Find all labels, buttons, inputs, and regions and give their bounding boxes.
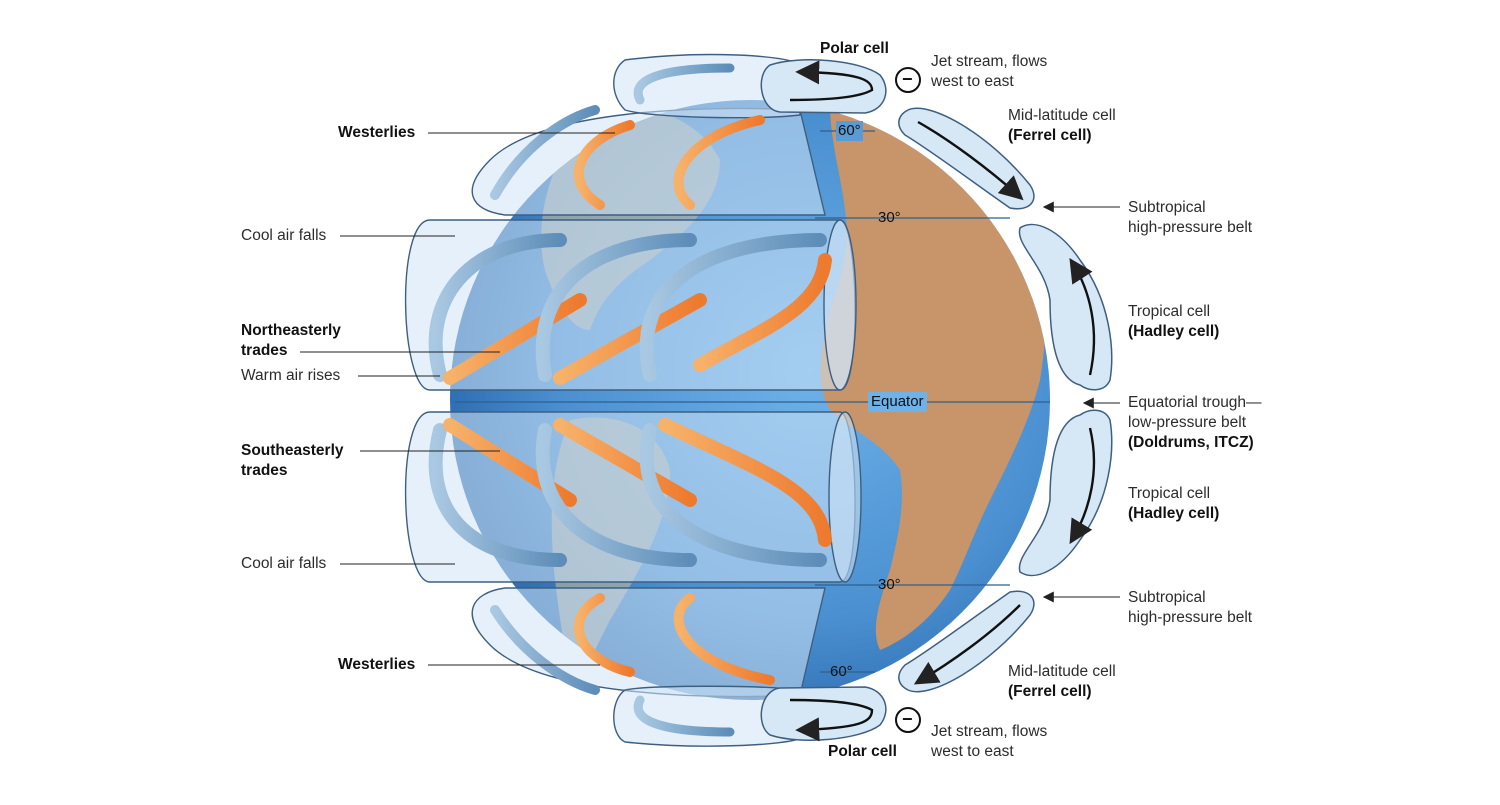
ferrel-south-loop-3 [490,605,600,695]
hadley-south-loop-2-warm [553,418,697,507]
europe-peninsula [860,156,953,211]
ferrel-north-loop-3 [490,105,600,200]
hadley-south-loop-2 [535,423,697,567]
hadley-north-loop-2-warm [553,293,707,385]
ferrel-top-flow [917,120,1024,201]
equatorial-label-line1: Equatorial trough— [1128,394,1262,411]
hadley-north-loop-3-warm [693,253,832,372]
westerlies-top-label: Westerlies [338,124,416,141]
jet-stream-top-label-line2: west to east [931,73,1014,90]
hadley-cell-capsule-bottom [1018,409,1113,577]
polar-cell-bottom-label: Polar cell [828,743,897,760]
leader-lines [300,132,1120,666]
ne-trades-label-line2: trades [241,342,288,359]
polar-south-loop [633,695,735,737]
polar-top-flow [789,60,874,102]
hadley-south-end [828,411,862,583]
cool-air-top-label: Cool air falls [241,227,327,244]
jet-stream-top-minus: − [902,69,913,89]
ferrel-bottom-flow [913,604,1021,685]
polar-cell-capsule-top [760,59,887,114]
capsule-flow-lines [789,60,1096,742]
ferrel-north-loop-1 [573,120,635,210]
hadley-south-loop-3 [639,423,827,567]
equator-label: Equator [868,392,927,412]
warm-air-label: Warm air rises [241,367,341,384]
se-trades-label-line1: Southeasterly [241,442,344,459]
polar-cell-capsule-bottom [760,686,887,741]
se-trades-label-line2: trades [241,462,288,479]
polar-cell-top-label: Polar cell [820,40,889,57]
hadley-top-flow [1069,257,1096,376]
lat-60-top-label: 60° [836,121,863,141]
jet-stream-bottom-label-line2: west to east [931,743,1014,760]
midlat-bottom-label-line1: Mid-latitude cell [1008,663,1116,680]
jet-stream-bottom-label-line1: Jet stream, flows [931,723,1048,740]
jet-stream-bottom-icon [895,707,921,733]
ferrel-band-north [471,107,826,216]
westerlies-bottom-label: Westerlies [338,656,416,673]
polar-bottom-flow [789,698,874,742]
subtrop-bottom-label-line1: Subtropical [1128,589,1206,606]
cool-air-bottom-label: Cool air falls [241,555,327,572]
hadley-north-loop-1-warm [443,293,587,385]
tropical-bottom-label-line2: (Hadley cell) [1128,505,1220,522]
lat-30-bottom-label: 30° [878,576,901,593]
subtrop-top-label-line1: Subtropical [1128,199,1206,216]
lat-60-bottom-label: 60° [830,663,853,680]
jet-stream-top-icon [895,67,921,93]
ne-trades-label-line1: Northeasterly [241,322,341,339]
polar-north-loop [633,63,735,105]
hadley-south-loop-3-warm [658,418,832,547]
tropical-top-label-line2: (Hadley cell) [1128,323,1220,340]
equatorial-label-line3: (Doldrums, ITCZ) [1128,434,1254,451]
midlat-top-label-line2: (Ferrel cell) [1008,127,1092,144]
jet-stream-top-label-line1: Jet stream, flows [931,53,1048,70]
equatorial-label-line2: low-pressure belt [1128,414,1247,431]
polar-band-south [613,685,801,747]
africa-europe-landmass [820,106,1046,650]
ferrel-north-loop-2 [673,115,765,210]
hadley-south-loop-1 [428,423,567,567]
hadley-bottom-flow [1069,427,1096,545]
hadley-north-loop-2 [535,233,697,382]
midlat-bottom-label-line2: (Ferrel cell) [1008,683,1092,700]
hadley-north-end [823,219,857,391]
tropical-top-label-line1: Tropical cell [1128,303,1211,320]
jet-stream-markers [895,67,921,733]
ferrel-south-loop-2 [673,593,775,685]
lat-30-top-label: 30° [878,209,901,226]
hadley-north-loop-1 [428,233,567,382]
circulation-loops [428,63,832,737]
subtrop-bottom-label-line2: high-pressure belt [1128,609,1253,626]
hadley-cell-capsule-top [1018,223,1113,391]
hadley-north-loop-3 [639,233,827,382]
midlat-top-label-line1: Mid-latitude cell [1008,107,1116,124]
ferrel-south-loop-1 [573,593,635,677]
jet-stream-bottom-minus: − [902,709,913,729]
tropical-bottom-label-line1: Tropical cell [1128,485,1211,502]
subtrop-top-label-line2: high-pressure belt [1128,219,1253,236]
latitude-lines [455,130,1050,673]
